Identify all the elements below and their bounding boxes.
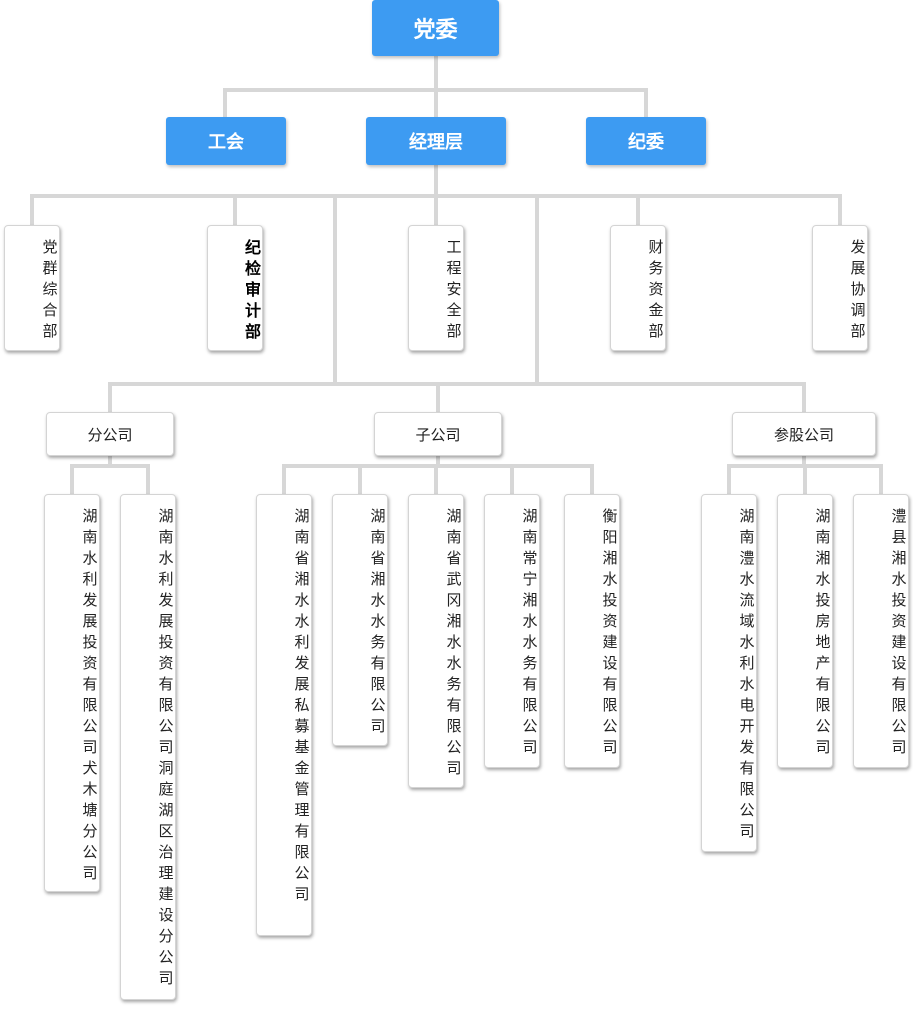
department-node-audit: 纪检审计部 xyxy=(207,225,263,351)
department-label: 党群综合部 xyxy=(42,238,58,340)
shareholding-company-node: 澧县湘水投资建设有限公司 xyxy=(853,494,909,768)
party-committee-node: 党委 xyxy=(372,0,499,56)
department-label: 发展协调部 xyxy=(850,238,866,340)
shareholding-group-node: 参股公司 xyxy=(732,412,876,456)
subsidiary-company-node: 湖南省武冈湘水水务有限公司 xyxy=(408,494,464,788)
department-label: 工程安全部 xyxy=(446,238,462,340)
company-label: 湖南省武冈湘水水务有限公司 xyxy=(446,507,462,777)
department-node-engineering: 工程安全部 xyxy=(408,225,464,351)
branch-company-node: 湖南水利发展投资有限公司犬木塘分公司 xyxy=(44,494,100,892)
company-label: 湖南省湘水水利发展私募基金管理有限公司 xyxy=(294,507,310,903)
company-label: 湖南水利发展投资有限公司洞庭湖区治理建设分公司 xyxy=(158,507,174,987)
discipline-committee-node: 纪委 xyxy=(586,117,706,165)
subsidiary-company-node: 衡阳湘水投资建设有限公司 xyxy=(564,494,620,768)
company-label: 湖南澧水流域水利水电开发有限公司 xyxy=(739,507,755,840)
company-label: 湖南湘水投房地产有限公司 xyxy=(815,507,831,756)
department-node-finance: 财务资金部 xyxy=(610,225,666,351)
subsidiary-company-node: 湖南省湘水水利发展私募基金管理有限公司 xyxy=(256,494,312,936)
shareholding-company-node: 湖南湘水投房地产有限公司 xyxy=(777,494,833,768)
company-label: 湖南常宁湘水水务有限公司 xyxy=(522,507,538,756)
company-label: 湖南水利发展投资有限公司犬木塘分公司 xyxy=(82,507,98,882)
management-node: 经理层 xyxy=(366,117,506,165)
company-label: 澧县湘水投资建设有限公司 xyxy=(891,507,907,756)
department-node-party-general: 党群综合部 xyxy=(4,225,60,351)
subsidiary-company-node: 湖南常宁湘水水务有限公司 xyxy=(484,494,540,768)
subsidiary-group-node: 子公司 xyxy=(374,412,502,456)
department-label: 纪检审计部 xyxy=(244,238,262,341)
department-node-development: 发展协调部 xyxy=(812,225,868,351)
shareholding-company-node: 湖南澧水流域水利水电开发有限公司 xyxy=(701,494,757,852)
department-label: 财务资金部 xyxy=(648,238,664,340)
union-node: 工会 xyxy=(166,117,286,165)
subsidiary-company-node: 湖南省湘水水务有限公司 xyxy=(332,494,388,746)
company-label: 衡阳湘水投资建设有限公司 xyxy=(602,507,618,756)
branch-company-node: 湖南水利发展投资有限公司洞庭湖区治理建设分公司 xyxy=(120,494,176,1000)
company-label: 湖南省湘水水务有限公司 xyxy=(370,507,386,735)
branch-group-node: 分公司 xyxy=(46,412,174,456)
